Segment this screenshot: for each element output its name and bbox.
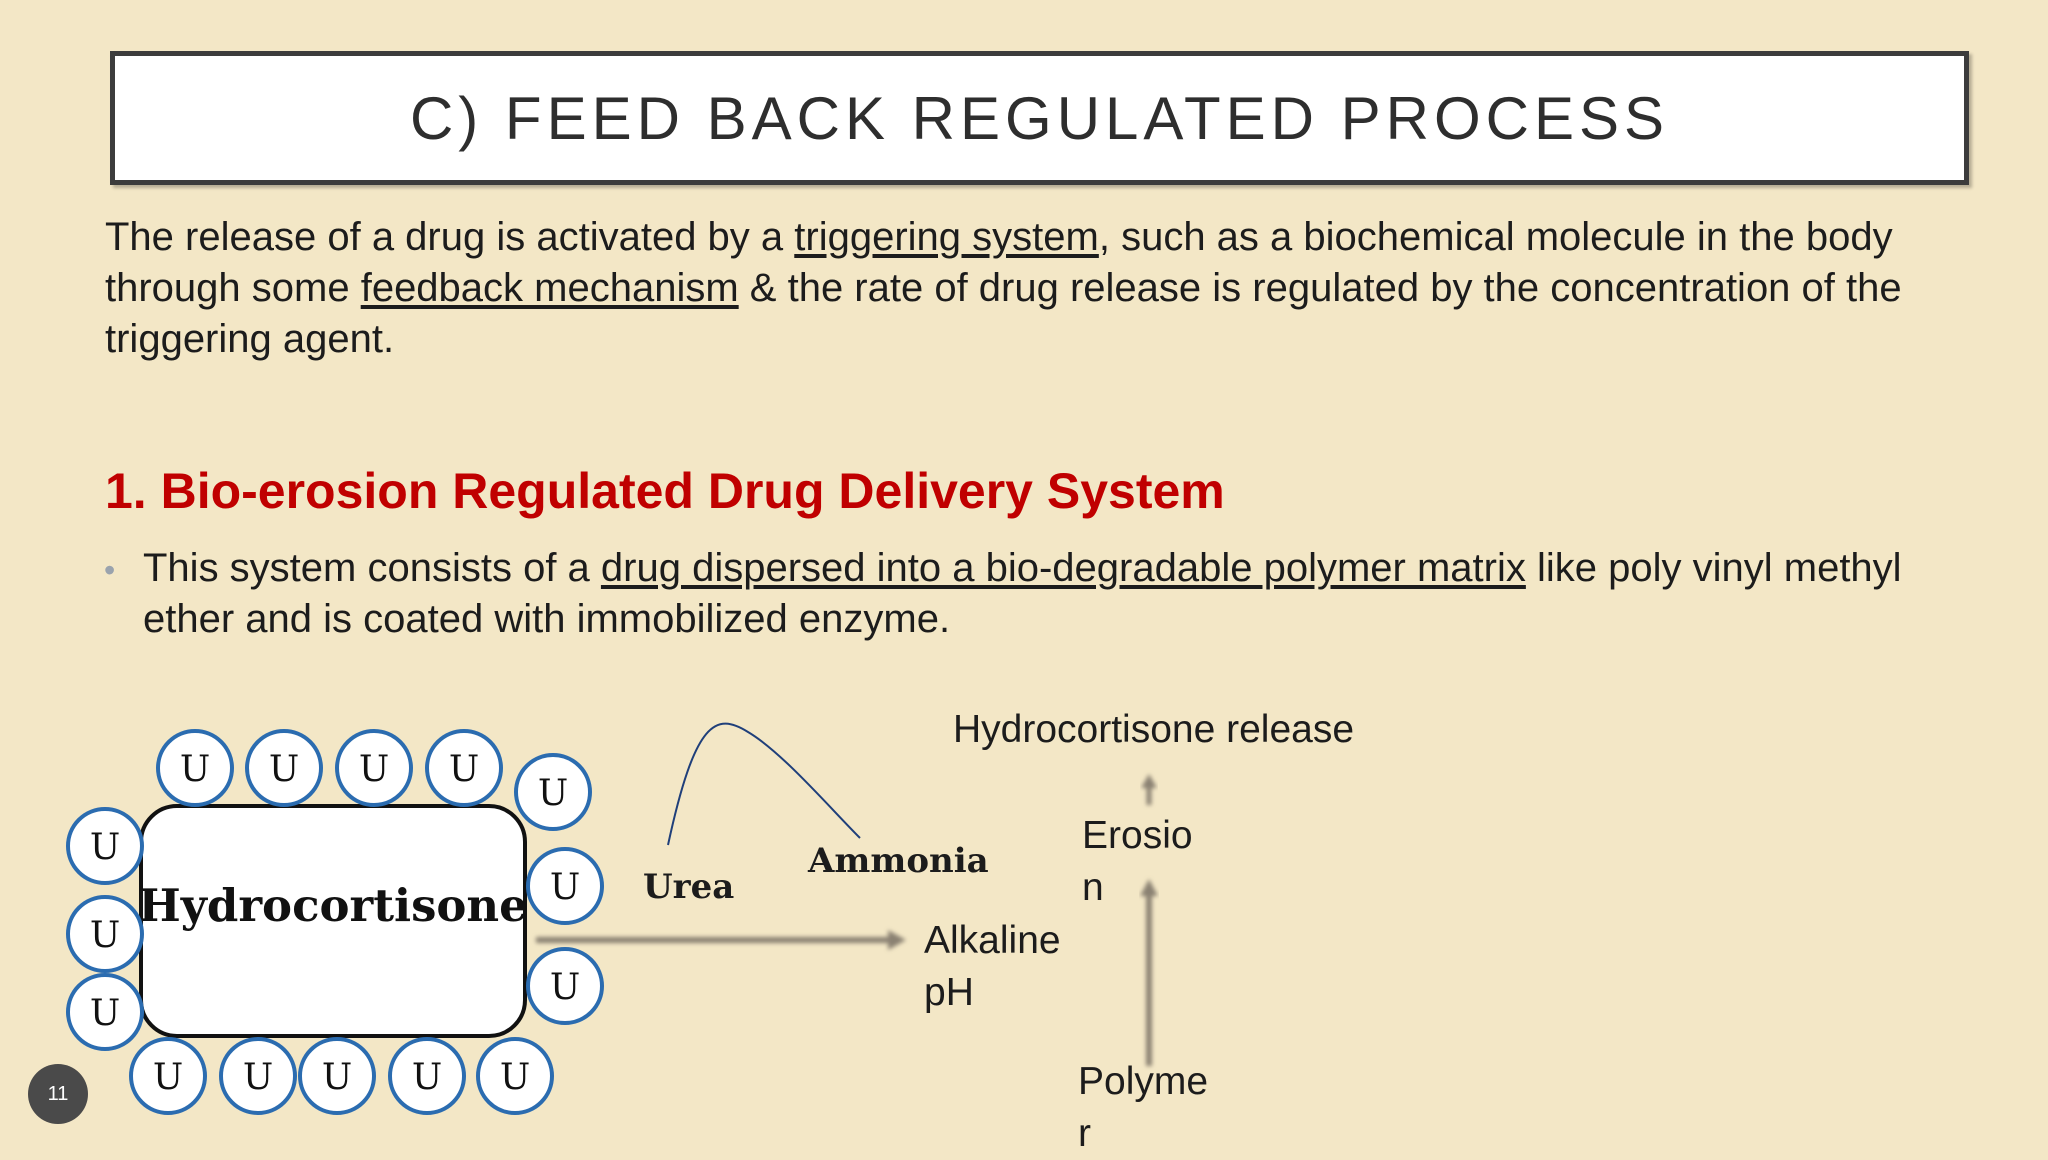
enzyme-u-label: U bbox=[153, 1057, 183, 1098]
slide-number-badge: 11 bbox=[28, 1064, 88, 1124]
alkaline-ph-label: Alkaline pH bbox=[924, 915, 1061, 1019]
polymer-line-2: r bbox=[1078, 1112, 1091, 1155]
bullet-text-1: This system consists of a bbox=[143, 546, 601, 590]
triggering-system-link: triggering system bbox=[794, 215, 1099, 259]
enzyme-u-circle: U bbox=[388, 1037, 466, 1115]
enzyme-u-circle: U bbox=[514, 753, 592, 831]
enzyme-u-label: U bbox=[500, 1057, 530, 1098]
enzyme-u-circle: U bbox=[425, 729, 503, 807]
intro-text-1: The release of a drug is activated by a bbox=[105, 215, 795, 259]
slide-title: C) FEED BACK REGULATED PROCESS bbox=[409, 84, 1670, 152]
enzyme-u-label: U bbox=[412, 1057, 442, 1098]
enzyme-u-label: U bbox=[550, 867, 580, 908]
enzyme-u-label: U bbox=[90, 993, 120, 1034]
enzyme-u-label: U bbox=[90, 915, 120, 956]
enzyme-u-circle: U bbox=[66, 807, 144, 885]
bullet-icon: • bbox=[104, 552, 116, 588]
urea-label: Urea bbox=[643, 867, 734, 907]
title-box: C) FEED BACK REGULATED PROCESS bbox=[110, 51, 1969, 185]
section-heading: 1. Bio-erosion Regulated Drug Delivery S… bbox=[105, 463, 1225, 519]
enzyme-u-label: U bbox=[90, 827, 120, 868]
hydrocortisone-release-label: Hydrocortisone release bbox=[953, 708, 1355, 751]
urea-ammonia-curve bbox=[667, 722, 861, 846]
enzyme-u-circle: U bbox=[526, 947, 604, 1025]
ammonia-label: Ammonia bbox=[807, 841, 989, 881]
erosion-label: Erosio n bbox=[1082, 810, 1193, 914]
enzyme-u-label: U bbox=[269, 749, 299, 790]
hydrocortisone-label: Hydrocortisone bbox=[138, 879, 528, 932]
bullet-text: This system consists of a drug dispersed… bbox=[143, 543, 1943, 645]
erosion-line-1: Erosio bbox=[1082, 814, 1193, 857]
enzyme-u-circle: U bbox=[476, 1037, 554, 1115]
bullet-text-2: like poly vinyl methyl ether and is coat… bbox=[143, 546, 1902, 641]
enzyme-u-label: U bbox=[180, 749, 210, 790]
enzyme-u-circle: U bbox=[66, 973, 144, 1051]
enzyme-u-circle: U bbox=[156, 729, 234, 807]
intro-text-3: & the rate of drug release is regulated … bbox=[105, 266, 1902, 361]
alkaline-arrow bbox=[536, 930, 906, 950]
enzyme-u-circle: U bbox=[526, 847, 604, 925]
enzyme-u-circle: U bbox=[245, 729, 323, 807]
bullet-underlined-text: drug dispersed into a bio-degradable pol… bbox=[600, 546, 1526, 590]
enzyme-u-circle: U bbox=[298, 1037, 376, 1115]
enzyme-u-label: U bbox=[550, 967, 580, 1008]
enzyme-u-label: U bbox=[538, 773, 568, 814]
erosion-release-arrow bbox=[1141, 774, 1157, 805]
polymer-erosion-arrow bbox=[1140, 879, 1158, 1066]
feedback-mechanism-link: feedback mechanism bbox=[360, 266, 739, 310]
enzyme-u-label: U bbox=[243, 1057, 273, 1098]
enzyme-u-circle: U bbox=[129, 1037, 207, 1115]
alkaline-line-1: Alkaline bbox=[924, 919, 1061, 962]
enzyme-u-label: U bbox=[322, 1057, 352, 1098]
polymer-label: Polyme r bbox=[1078, 1056, 1208, 1160]
erosion-line-2: n bbox=[1082, 866, 1104, 909]
polymer-line-1: Polyme bbox=[1078, 1060, 1209, 1103]
intro-paragraph: The release of a drug is activated by a … bbox=[105, 212, 1985, 365]
enzyme-u-label: U bbox=[359, 749, 389, 790]
alkaline-line-2: pH bbox=[924, 971, 974, 1014]
enzyme-u-circle: U bbox=[335, 729, 413, 807]
enzyme-u-circle: U bbox=[66, 895, 144, 973]
enzyme-u-label: U bbox=[449, 749, 479, 790]
intro-text-2: , such as a biochemical molecule in the … bbox=[105, 215, 1893, 310]
enzyme-u-circle: U bbox=[219, 1037, 297, 1115]
